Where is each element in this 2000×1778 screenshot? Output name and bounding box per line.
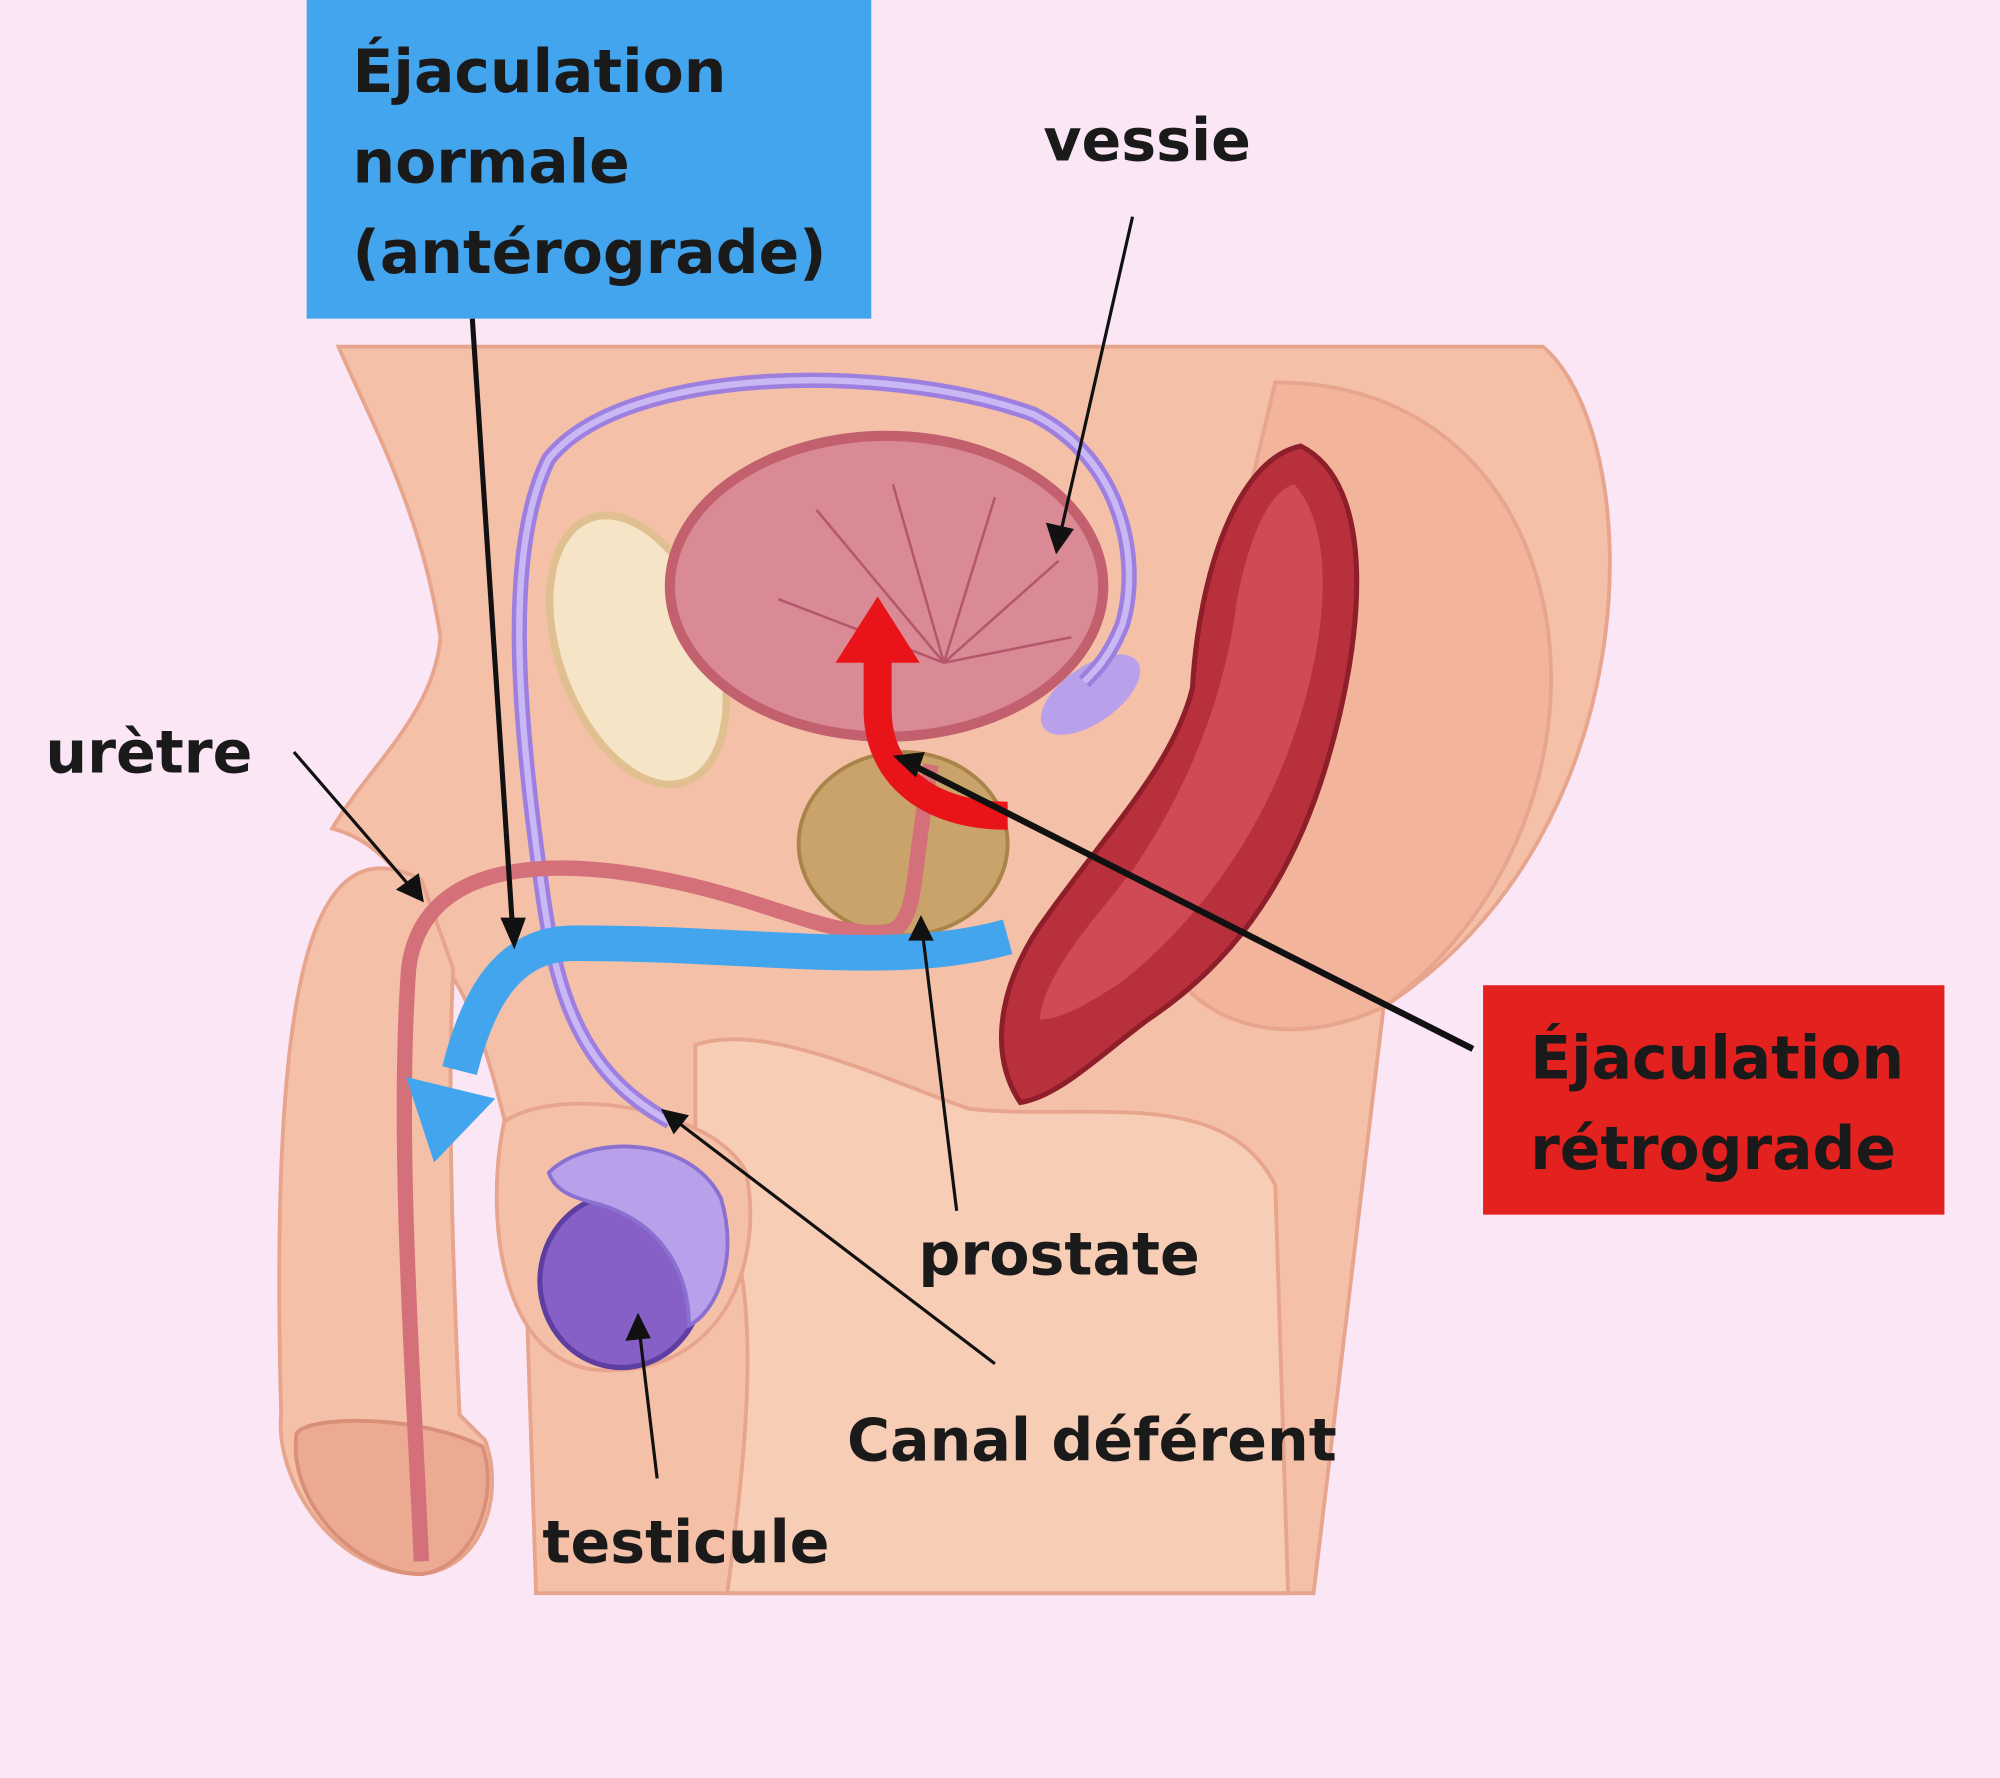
retrograde-label-line1: Éjaculation — [1530, 1021, 1904, 1093]
normal-label-line1: Éjaculation — [353, 35, 727, 107]
retrograde-ejaculation-arrow — [863, 650, 1008, 830]
label-testicule: testicule — [542, 1509, 829, 1577]
label-vessie: vessie — [1043, 107, 1251, 175]
retrograde-arrowhead — [835, 596, 920, 663]
vas-deferens-inner — [516, 377, 1133, 1125]
retrograde-label-line2: rétrograde — [1530, 1114, 1896, 1184]
leader-lines — [292, 216, 1475, 1479]
label-prostate: prostate — [918, 1221, 1199, 1289]
normal-arrowhead — [406, 1076, 496, 1163]
normal-ejaculation-box: Éjaculation normale (antérograde) — [306, 0, 872, 319]
normal-label-line3: (antérograde) — [353, 218, 827, 288]
normal-ejaculation-arrow — [442, 919, 1013, 1076]
rectum-inner — [1039, 484, 1323, 1020]
normal-label-line2: normale — [353, 127, 630, 197]
glans — [293, 1418, 490, 1576]
retrograde-ejaculation-box: Éjaculation rétrograde — [1483, 985, 1945, 1215]
normal-box-bg — [306, 0, 872, 319]
seminal-vesicle — [1040, 654, 1141, 735]
retrograde-box-bg — [1483, 985, 1945, 1215]
label-canal-deferent: Canal déférent — [847, 1407, 1337, 1475]
epididymis — [546, 1144, 730, 1329]
leg — [693, 1037, 1291, 1596]
label-uretre: urètre — [45, 718, 252, 786]
urethra — [396, 763, 939, 1562]
